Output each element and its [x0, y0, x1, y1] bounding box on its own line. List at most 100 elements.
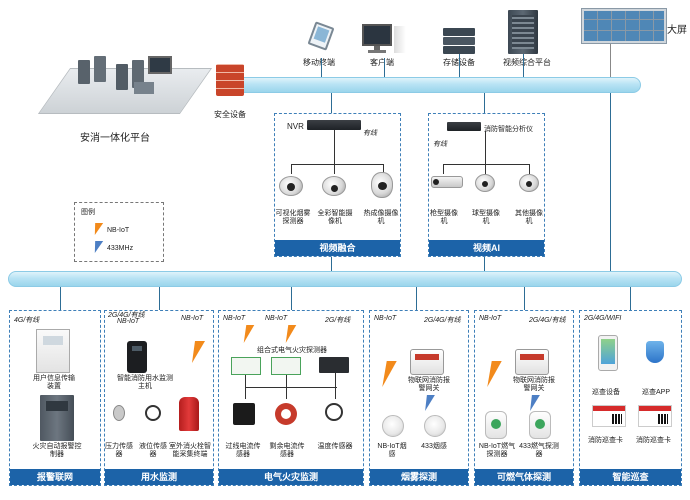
- alarm-network-bar: 报警联网: [10, 469, 100, 485]
- smart-patrol-bar: 智能巡查: [580, 469, 681, 485]
- ai-camera-label-3: 其他摄像机: [515, 210, 543, 225]
- line-current-sensor-icon: [233, 403, 255, 425]
- link-bus-middle-right: [610, 93, 611, 271]
- electric-drop-3: [335, 373, 336, 399]
- 433-smoke-detector-icon: [424, 415, 446, 437]
- security-device-label: 安全设备: [214, 110, 246, 119]
- drop-gas: [524, 287, 525, 310]
- legend-title: 图例: [81, 209, 95, 216]
- smoke-net-2: 2G/4G/有线: [424, 317, 461, 324]
- platform-label: 安消一体化平台: [80, 133, 150, 144]
- fire-alarm-controller-label: 火灾自动报警控制器: [32, 443, 82, 458]
- big-screen-link: [610, 44, 611, 77]
- panel-video-ai: 消防智能分析仪 有线 枪型摄像机 球型摄像机 其他摄像机 视频AI: [428, 113, 545, 257]
- patrol-net: 2G/4G/WIFI: [584, 315, 622, 322]
- other-camera-icon: [519, 174, 539, 192]
- ai-camera-label-2: 球型摄像机: [472, 210, 500, 225]
- gas-net-1: NB-IoT: [479, 315, 502, 322]
- nvr-camera-bus: [291, 164, 383, 165]
- 433-gas-detector-icon: [529, 411, 551, 439]
- residual-current-sensor-icon: [275, 403, 297, 425]
- video-ai-bar: 视频AI: [429, 240, 544, 256]
- mobile-terminal-icon: [307, 21, 335, 51]
- panel-smart-patrol: 2G/4G/WIFI 巡查设备 巡查APP 消防巡查卡 消防巡查卡 智能巡查: [579, 310, 682, 486]
- cam-drop-3: [383, 164, 384, 174]
- analyzer-camera-bus: [443, 164, 529, 165]
- panel-smoke-detection: NB-IoT 2G/4G/有线 物联网消防报警网关 NB-IoT烟感 433烟感…: [369, 310, 469, 486]
- smoke-detection-bar: 烟雾探测: [370, 469, 468, 485]
- electric-sensor-label-2: 剩余电流传感器: [269, 443, 305, 458]
- fire-analyzer-icon: [447, 122, 481, 131]
- patrol-item-label-2: 巡查APP: [642, 389, 671, 396]
- legend-item-nbiot: NB-IoT: [107, 227, 130, 234]
- water-host-label: 智能消防用水监测主机: [117, 375, 173, 390]
- gas-net-2: 2G/4G/有线: [529, 317, 566, 324]
- mobile-terminal-link: [321, 58, 322, 77]
- mobile-terminal-label: 移动终端: [303, 58, 335, 67]
- gas-gateway-label: 物联网消防报警网关: [513, 377, 555, 392]
- electric-net-1: NB-IoT: [223, 315, 246, 322]
- link-bus-video-ai: [484, 93, 485, 113]
- water-sensor-label-1: 压力传感器: [105, 443, 133, 458]
- smoke-sensor-label-2: 433烟感: [421, 443, 447, 450]
- electric-sensor-label-3: 温度传感器: [317, 443, 353, 450]
- alarm-net-label: 4G/有线: [14, 317, 40, 324]
- gas-sensor-label-2: 433燃气探测器: [519, 443, 559, 458]
- level-sensor-icon: [145, 405, 161, 421]
- patrol-item-label-4: 消防巡查卡: [636, 437, 671, 444]
- full-color-camera-icon: [322, 176, 346, 196]
- nvr-drop-line: [334, 130, 335, 164]
- smoke-gateway-icon: [410, 349, 444, 375]
- electric-net-2: NB-IoT: [265, 315, 288, 322]
- firewall-icon: [216, 64, 244, 96]
- client-link: [384, 58, 385, 77]
- patrol-device-icon: [598, 335, 618, 371]
- dome-camera-icon: [475, 174, 495, 192]
- electric-drop-2: [286, 375, 287, 399]
- electric-sensor-label-1: 过线电流传感器: [225, 443, 261, 458]
- drop-electric: [291, 287, 292, 310]
- video-platform-link: [523, 54, 524, 77]
- camera-label-1: 可视化烟雾探测器: [275, 210, 311, 225]
- camera-label-3: 热成像摄像机: [363, 210, 399, 225]
- ai-cam-drop-3: [529, 164, 530, 174]
- electric-sensor-bus: [245, 387, 337, 388]
- patrol-card-icon-1: [592, 405, 626, 427]
- drop-patrol: [630, 287, 631, 310]
- smoke-gateway-label: 物联网消防报警网关: [408, 377, 450, 392]
- ai-cam-drop-1: [443, 164, 444, 174]
- ai-camera-label-1: 枪型摄像机: [430, 210, 458, 225]
- patrol-card-icon-2: [638, 405, 672, 427]
- video-platform-label: 视频综合平台: [503, 58, 551, 67]
- water-nb-lightning-icon: [186, 341, 206, 363]
- hydrant-terminal-icon: [179, 397, 199, 431]
- video-fusion-bar: 视频融合: [275, 240, 400, 256]
- video-platform-icon: [508, 10, 538, 54]
- user-info-device-label: 用户信息传输装置: [33, 375, 75, 390]
- thermal-camera-icon: [371, 172, 393, 198]
- cam-drop-1: [291, 164, 292, 174]
- electric-detector-label: 组合式电气火灾探测器: [257, 347, 327, 354]
- link-bus-video-fusion: [331, 93, 332, 113]
- temperature-sensor-icon: [325, 403, 343, 421]
- electric-fire-bar: 电气火灾监测: [219, 469, 363, 485]
- gas-gateway-icon: [515, 349, 549, 375]
- pressure-sensor-icon: [113, 405, 125, 421]
- water-net-top: 2G/4G/有线: [108, 312, 145, 319]
- smoke-sensor-label-1: NB-IoT烟感: [377, 443, 407, 458]
- water-sensor-label-3: 室外消火栓智能采集终端: [169, 443, 211, 458]
- smoke-nb-lightning-icon: [377, 361, 397, 387]
- link-video-fusion-middle: [331, 257, 332, 271]
- nvr-icon: [307, 120, 361, 130]
- electric-lightning-icon-1: [239, 325, 255, 343]
- cam-drop-2: [334, 164, 335, 174]
- 433-lightning-icon: [90, 241, 104, 253]
- patrol-app-shield-icon: [646, 341, 664, 363]
- water-sensor-label-2: 液位传感器: [139, 443, 167, 458]
- panel-gas-detection: NB-IoT 2G/4G/有线 物联网消防报警网关 NB-IoT燃气探测器 43…: [474, 310, 574, 486]
- panel-electric-fire: NB-IoT NB-IoT 2G/有线 组合式电气火灾探测器 过线电流传感器 剩…: [218, 310, 364, 486]
- electric-drop-1: [245, 375, 246, 399]
- panel-video-fusion: NVR 有线 可视化烟雾探测器 全彩智能摄像机 热成像摄像机 视频融合: [274, 113, 401, 257]
- camera-label-2: 全彩智能摄像机: [317, 210, 353, 225]
- gas-detection-bar: 可燃气体探测: [475, 469, 573, 485]
